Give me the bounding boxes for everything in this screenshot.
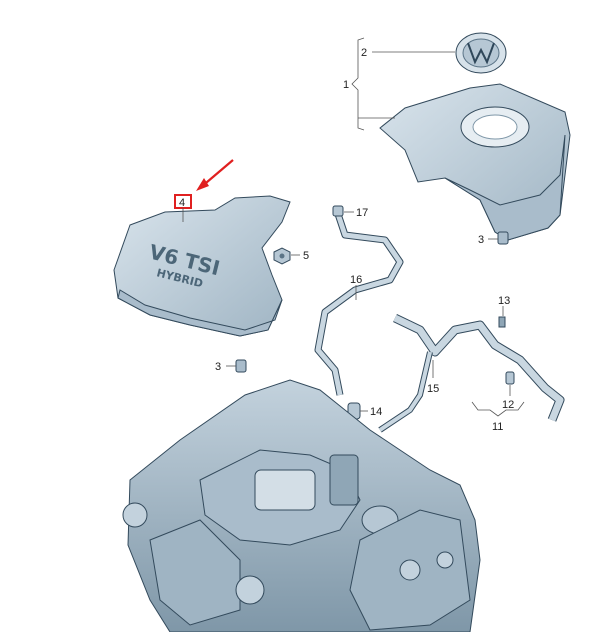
screw-13 [498,316,506,328]
nut-5 [273,247,291,265]
callout-15: 15 [427,383,439,395]
callout-14: 14 [370,406,382,418]
fitting-17 [332,205,344,217]
highlight-arrow [196,159,234,191]
clip-3-upper [497,231,509,245]
hose-16 [314,212,404,396]
bracket-11 [471,401,525,417]
clip-12 [505,371,515,385]
bracket-1 [351,37,365,131]
hose-11 [393,313,565,422]
callout-17: 17 [356,207,368,219]
callout-4: 4 [179,197,185,209]
vw-emblem [455,32,507,74]
hose-11-lower [378,351,433,433]
callout-12: 12 [502,399,514,411]
callout-3-upper: 3 [478,234,484,246]
callout-1: 1 [343,79,349,91]
engine-block [122,379,481,632]
callout-16: 16 [350,274,362,286]
engine-cover-upper [379,83,571,241]
callout-5: 5 [303,250,309,262]
callout-3-lower: 3 [215,361,221,373]
clip-3-lower [235,359,247,373]
callout-2: 2 [361,47,367,59]
callout-11: 11 [492,421,503,433]
callout-13: 13 [498,295,510,307]
engine-cover-front: V6 TSI HYBRID [113,195,291,337]
